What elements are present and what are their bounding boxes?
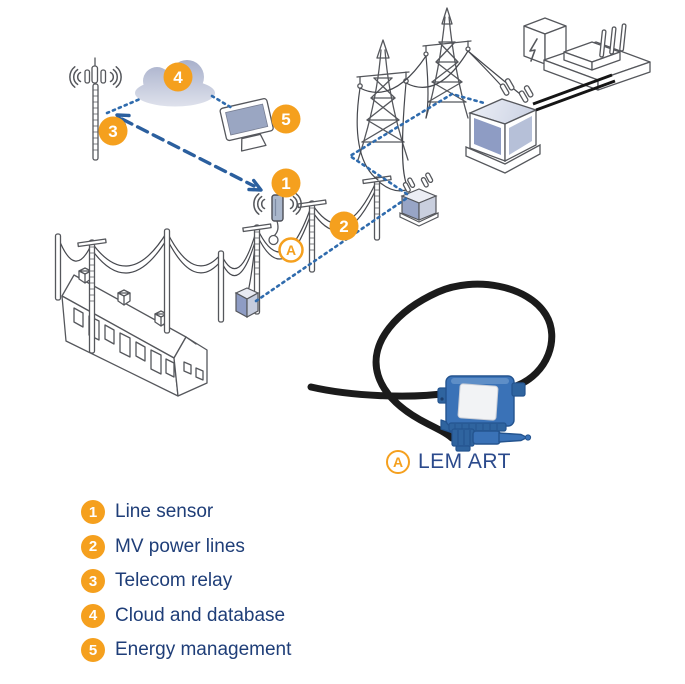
pole-transformer-small-icon [234,287,260,319]
svg-text:1: 1 [281,174,290,193]
legend-badge-4: 4 [81,603,105,628]
svg-text:4: 4 [173,68,183,87]
rogowski-coil-icon [307,280,556,442]
legend: 1 Line sensor 2 MV power lines 3 Telecom… [81,500,291,673]
power-plant-icon [523,17,651,112]
monitor-icon [219,98,274,152]
line-sensor-icon [253,193,302,246]
legend-item-mv-power-lines: 2 MV power lines [81,534,291,559]
power-cable [532,73,613,106]
radio-waves-icon [69,66,122,88]
power-cable [535,79,616,112]
legend-label-3: Telecom relay [115,570,233,591]
badge-cloud-database: 4 [163,62,193,92]
hv-transformer-icon [465,78,541,174]
mv-power-line-icon [54,175,407,354]
badge-energy-management: 5 [271,104,301,134]
badge-mv-power-lines: 2 [329,211,359,241]
svg-text:2: 2 [339,217,348,236]
radio-waves-icon [253,193,302,215]
lightning-bolt-icon [529,38,538,62]
legend-label-2: MV power lines [115,535,245,557]
legend-label-4: Cloud and database [115,604,286,626]
legend-badge-1: 1 [81,500,105,524]
chimney-icon [78,267,168,327]
house-icon [61,267,208,397]
badge-lem-art-marker: A [278,237,304,263]
legend-badge-3: 3 [81,569,105,593]
legend-item-cloud-database: 4 Cloud and database [81,603,291,628]
product-marker-badge: A [386,450,410,474]
connector-icon [451,428,532,452]
legend-label-1: Line sensor [115,501,214,522]
stack-icons [599,23,627,58]
svg-text:A: A [286,242,296,258]
legend-label-5: Energy management [115,639,292,660]
sensor-body-icon [437,375,526,434]
badge-telecom-relay: 3 [98,116,128,146]
svg-text:5: 5 [281,110,290,129]
telecom-tower-icon [69,57,122,161]
pylon-icon [356,7,526,190]
product-name: LEM ART [418,450,511,473]
legend-badge-5: 5 [81,638,105,662]
legend-item-energy-management: 5 Energy management [81,638,291,662]
legend-item-telecom-relay: 3 Telecom relay [81,569,291,593]
legend-badge-2: 2 [81,534,105,559]
data-link-dotted [105,92,486,303]
badge-line-sensor: 1 [271,168,301,198]
power-pole-icon [54,175,392,354]
mv-transformer-icon [399,172,439,227]
legend-item-line-sensor: 1 Line sensor [81,500,291,524]
svg-text:3: 3 [108,122,117,141]
product-label: A LEM ART [386,449,511,475]
lem-art-product-photo [307,280,556,452]
arrowhead-icon [247,178,263,192]
